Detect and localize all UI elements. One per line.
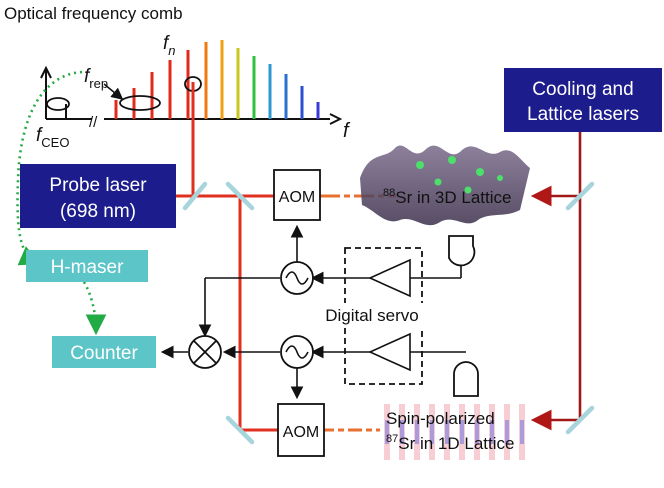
lattice-1d-atoms: [400, 420, 404, 444]
lattice-1d-atoms: [490, 420, 494, 444]
aom-bottom-label: AOM: [283, 424, 319, 441]
hmaser-label: H-maser: [51, 257, 125, 278]
oscillator-top-icon: [280, 261, 314, 295]
probe-laser-box: [20, 164, 176, 228]
oscillator-bottom-icon: [280, 335, 314, 369]
fceo-label: fCEO: [36, 125, 69, 150]
amplifier-bottom-icon: [368, 332, 411, 372]
f-axis-label: f: [343, 120, 351, 142]
detector-bottom-icon: [453, 361, 479, 397]
comb-break-mark: //: [89, 114, 98, 131]
frep-pointer: [103, 83, 124, 100]
probe-label-line1: Probe laser: [49, 175, 147, 196]
sr87-label-line1: Spin-polarized: [386, 409, 495, 428]
aom-top-box: [273, 169, 321, 221]
comb-to-hmaser-link: [16, 70, 83, 266]
probe-label-line2: (698 nm): [60, 201, 136, 222]
aom-top-label: AOM: [279, 189, 315, 206]
lattice-1d-atoms: [505, 420, 509, 444]
comb-title: Optical frequency comb: [4, 4, 183, 23]
lattice-1d-atoms: [460, 420, 464, 444]
hmaser-box: [26, 250, 148, 282]
lattice-1d-atoms: [520, 420, 524, 444]
rep-ellipse: [119, 95, 161, 111]
detector-top-icon: [448, 235, 476, 267]
digital-servo-label: Digital servo: [325, 306, 419, 325]
comb-teeth: [114, 40, 320, 119]
counter-label: Counter: [70, 343, 138, 364]
mirrors: [182, 181, 595, 445]
servo-wiring: [160, 224, 466, 400]
cooling-label-line1: Cooling and: [532, 79, 633, 100]
lattice-1d-image: [384, 404, 525, 460]
sr87-label-line2: 87Sr in 1D Lattice: [386, 433, 514, 453]
lattice-1d-atoms: [475, 420, 479, 444]
mixer-icon: [188, 335, 222, 369]
counter-box: [52, 336, 156, 368]
lattice-1d-atoms: [415, 420, 419, 444]
sr88-label: 88Sr in 3D Lattice: [383, 187, 511, 207]
ceo-ellipse: [46, 97, 70, 111]
lattice-1d-atoms: [385, 420, 389, 444]
probe-beams: [176, 82, 278, 432]
aom-bottom-box: [277, 403, 325, 457]
lattice-1d-atoms: [430, 420, 434, 444]
lattice-beams: [530, 130, 582, 431]
amplifier-top-icon: [368, 258, 411, 298]
cooling-label-line2: Lattice lasers: [527, 104, 639, 125]
fn-label: fn: [163, 33, 176, 58]
hmaser-to-counter-link: [82, 281, 107, 336]
lattice-3d-image: [360, 145, 530, 226]
frep-label: frep: [84, 66, 108, 91]
lattice-1d-atoms: [445, 420, 449, 444]
comb-axes: [40, 65, 343, 125]
cooling-lattice-box: [504, 68, 662, 132]
